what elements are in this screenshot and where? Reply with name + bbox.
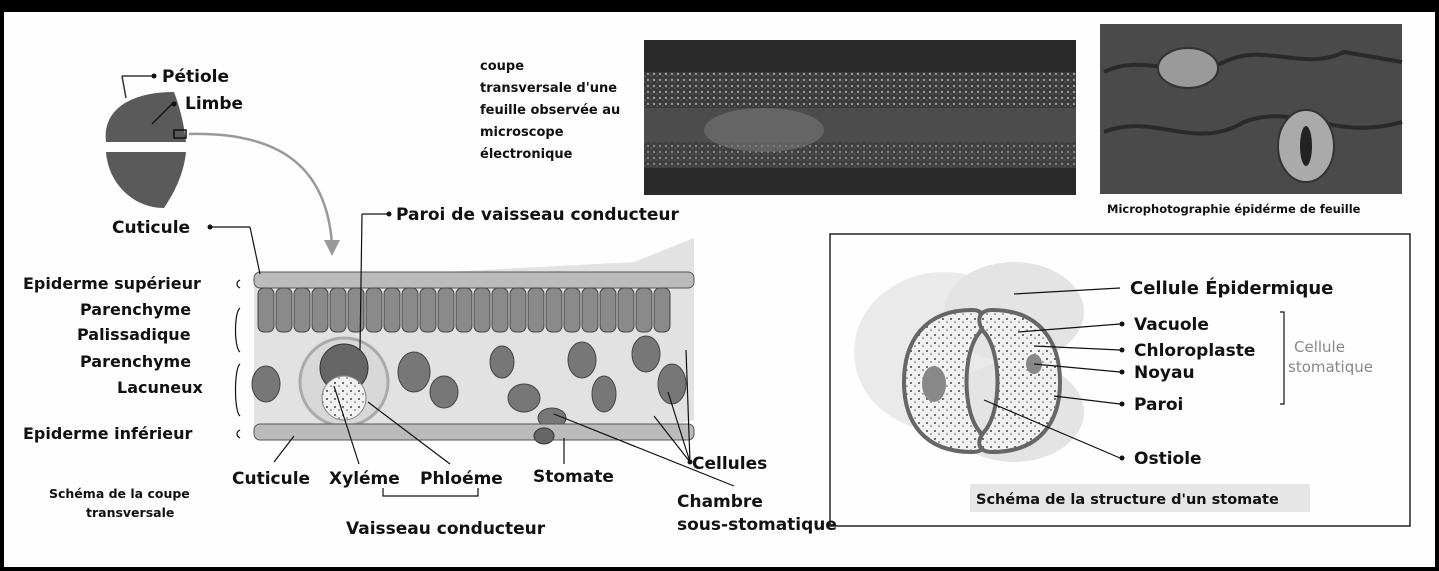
nucleus-left [922, 366, 946, 402]
label-parenchyme-2: Parenchyme [80, 352, 191, 371]
label-xyleme: Xyléme [329, 469, 400, 489]
label-stomate: Stomate [533, 467, 614, 487]
micrograph-caption: coupe transversale d'une feuille observé… [480, 59, 620, 162]
micro-caption-2: transversale d'une [480, 81, 617, 96]
label-cuticule-bottom: Cuticule [232, 469, 310, 489]
label-phloeme: Phloéme [420, 469, 503, 489]
cross-section-caption-2: transversale [86, 505, 174, 520]
phloem-icon [322, 376, 366, 420]
label-cellule-epidermique: Cellule Épidermique [1130, 277, 1333, 299]
label-cellule-group-2: stomatique [1288, 358, 1373, 376]
cross-section-caption-1: Schéma de la coupe [49, 486, 190, 501]
label-ostiole: Ostiole [1134, 449, 1202, 469]
micro-caption-5: électronique [480, 147, 573, 162]
label-parenchyme-1: Parenchyme [80, 300, 191, 319]
stoma-closed-icon [1158, 48, 1218, 88]
epidermis-caption: Microphotographie épidérme de feuille [1107, 202, 1361, 216]
label-limbe: Limbe [185, 94, 243, 114]
label-petiole: Pétiole [162, 67, 229, 87]
label-paroi-vaisseau: Paroi de vaisseau conducteur [396, 205, 680, 225]
label-vacuole: Vacuole [1134, 315, 1209, 335]
micro-caption-4: microscope [480, 125, 564, 140]
label-lacuneux: Lacuneux [117, 378, 204, 397]
label-epiderme-inferieur: Epiderme inférieur [23, 424, 192, 443]
label-paroi: Paroi [1134, 395, 1183, 415]
stomate-caption: Schéma de la structure d'un stomate [976, 492, 1279, 508]
micro-caption-3: feuille observée au [480, 103, 620, 118]
label-cellule-group-1: Cellule [1294, 338, 1345, 356]
label-cellules: Cellules [692, 454, 767, 474]
label-epiderme-superieur: Epiderme supérieur [23, 274, 201, 293]
micro-caption-1: coupe [480, 59, 524, 74]
leaf-lower-half [106, 152, 186, 208]
label-vaisseau-conducteur: Vaisseau conducteur [346, 519, 546, 539]
leaf-cross-section-schematic [252, 238, 694, 444]
diagram-page: Pétiole Limbe coupe transversale d'une f… [4, 12, 1435, 567]
lower-epidermis [254, 424, 694, 440]
zoom-arrowhead [324, 240, 340, 256]
label-chambre: Chambre [677, 492, 763, 512]
label-cuticule-top: Cuticule [112, 218, 190, 238]
petiole-stem [122, 76, 126, 98]
upper-epidermis [254, 272, 694, 288]
label-noyau: Noyau [1134, 363, 1195, 383]
label-sous-stomatique: sous-stomatique [677, 515, 837, 535]
palisade-cells [258, 288, 670, 332]
sem-epidermis-photo [1100, 24, 1402, 194]
label-chloroplaste: Chloroplaste [1134, 341, 1255, 361]
diagram-canvas: Pétiole Limbe coupe transversale d'une f… [4, 12, 1435, 567]
sem-cross-section-photo [644, 40, 1076, 195]
stoma-icon [534, 428, 554, 444]
label-palissadique: Palissadique [77, 325, 191, 344]
